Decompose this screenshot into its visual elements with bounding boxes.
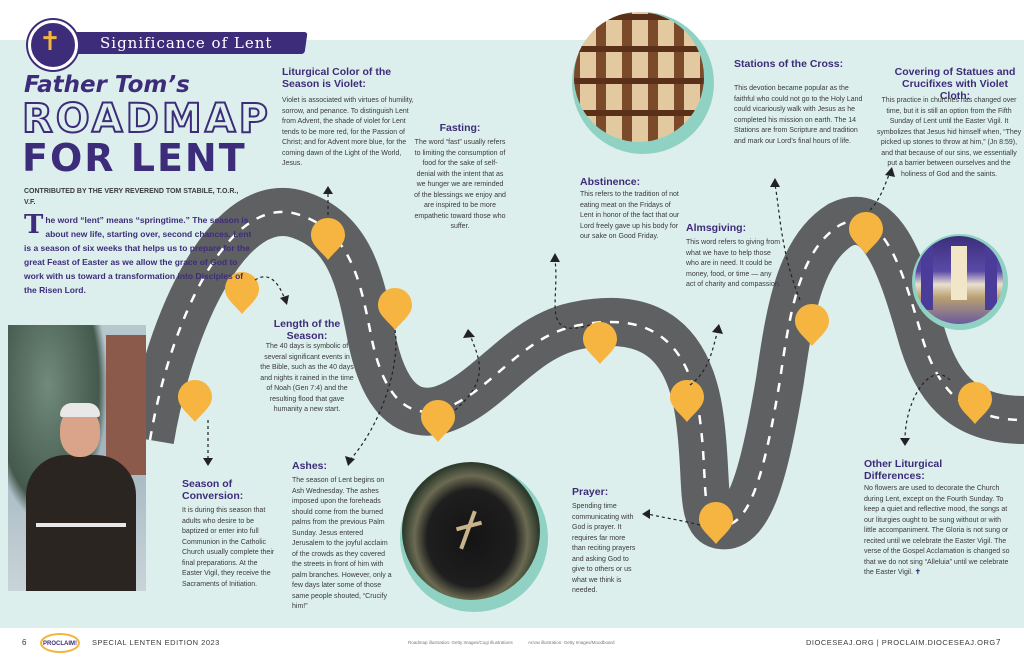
covering-text: This practice in churches has changed ov…	[876, 97, 1022, 178]
drop-cap: T	[24, 210, 44, 240]
almsgiving-heading: Almsgiving:	[686, 222, 747, 234]
photo-hair	[60, 403, 100, 417]
page-number-left: 6	[22, 638, 27, 647]
length-heading: Length of the Season:	[273, 318, 341, 342]
photo-cord	[36, 523, 126, 527]
liturgical-color-heading: Liturgical Color of the Season is Violet…	[282, 66, 392, 90]
photo-house	[106, 335, 146, 475]
dashed-arrow	[554, 259, 591, 329]
length-text: The 40 days is symbolic of several signi…	[260, 343, 354, 413]
arrow-head	[900, 438, 910, 446]
arrow-head	[203, 458, 213, 466]
location-marker	[421, 400, 455, 442]
stations-text: This devotion became popular as the fait…	[734, 85, 863, 145]
arrow-head	[642, 509, 650, 519]
location-marker	[699, 502, 733, 544]
abstinence-heading: Abstinence:	[580, 176, 641, 188]
arrow-head	[712, 324, 723, 334]
illustration-credit: Roadmap illustration: Getty Images/Cogi …	[408, 640, 513, 645]
location-marker	[378, 288, 412, 330]
location-marker	[795, 304, 829, 346]
cross-icon: ✝	[39, 27, 61, 57]
banner-circle	[28, 20, 78, 70]
location-marker	[958, 382, 992, 424]
location-marker	[311, 218, 345, 260]
intro-text: he word “lent” means “springtime.” The s…	[24, 215, 252, 295]
arrow-head	[770, 178, 780, 187]
title-line-3: FOR LENT	[22, 136, 247, 180]
arrow-credit: Arrow illustration: Getty Images/Moodboa…	[528, 640, 615, 645]
stations-image	[574, 12, 704, 142]
church-altar-image	[915, 236, 1003, 324]
edition-label: SPECIAL LENTEN EDITION 2023	[92, 638, 220, 647]
banner-title: Significance of Lent	[100, 34, 273, 52]
end-cross-icon: ✝	[914, 569, 921, 576]
ashes-image	[402, 462, 540, 600]
arrow-head	[323, 186, 333, 194]
location-marker	[670, 380, 704, 422]
title-line-2: ROADMAP	[21, 95, 271, 143]
conversion-heading: Season of Conversion:	[182, 478, 244, 502]
arrow-head	[463, 329, 475, 338]
page-footer: 6 PROCLAIM! SPECIAL LENTEN EDITION 2023 …	[0, 628, 1024, 658]
covering-heading: Covering of Statues and Crucifixes with …	[894, 66, 1016, 102]
title-line-1: Father Tom’s	[24, 72, 190, 98]
ashes-heading: Ashes:	[292, 460, 328, 472]
other-differences-body: No flowers are used to decorate the Chur…	[864, 485, 1010, 576]
prayer-text: Spending time communicating with God is …	[572, 503, 636, 594]
stations-heading: Stations of the Cross:	[734, 58, 844, 70]
website-link[interactable]: DIOCESEAJ.ORG | PROCLAIM.DIOCESEAJ.ORG	[806, 638, 996, 647]
priest-photo	[8, 325, 146, 591]
section-banner: ✝ Significance of Lent	[28, 20, 308, 70]
dashed-arrow	[647, 513, 701, 526]
fasting-text: The word “fast” usually refers to limiti…	[414, 139, 506, 230]
arrow-head	[550, 253, 560, 262]
byline: CONTRIBUTED BY THE VERY REVEREND TOM STA…	[24, 188, 239, 206]
page-number-right: 7	[996, 638, 1001, 647]
conversion-text: It is during this season that adults who…	[182, 507, 275, 588]
location-marker	[849, 212, 883, 254]
fasting-heading: Fasting:	[439, 122, 481, 134]
dashed-arrow	[349, 329, 397, 461]
location-marker	[583, 322, 617, 364]
arrow-head	[345, 456, 355, 466]
abstinence-text: This refers to the tradition of not eati…	[580, 191, 680, 240]
almsgiving-text: This word refers to giving from what we …	[686, 239, 781, 288]
dashed-arrow	[904, 374, 951, 441]
dashed-arrow	[774, 184, 801, 301]
location-marker	[225, 272, 259, 314]
other-differences-heading: Other Liturgical Differences:	[864, 458, 943, 482]
proclaim-logo: PROCLAIM!	[40, 633, 80, 653]
other-differences-text: No flowers are used to decorate the Chur…	[864, 484, 1010, 579]
arrow-head	[280, 295, 289, 305]
arrow-head	[885, 167, 895, 177]
location-marker	[178, 380, 212, 422]
prayer-heading: Prayer:	[572, 486, 609, 498]
liturgical-color-text: Violet is associated with virtues of hum…	[282, 97, 414, 167]
dashed-arrow	[689, 329, 719, 386]
ash-cross-icon	[459, 510, 477, 550]
dashed-arrow	[454, 334, 480, 411]
ashes-text: The season of Lent begins on Ash Wednesd…	[292, 477, 392, 610]
dashed-arrow	[254, 276, 286, 301]
